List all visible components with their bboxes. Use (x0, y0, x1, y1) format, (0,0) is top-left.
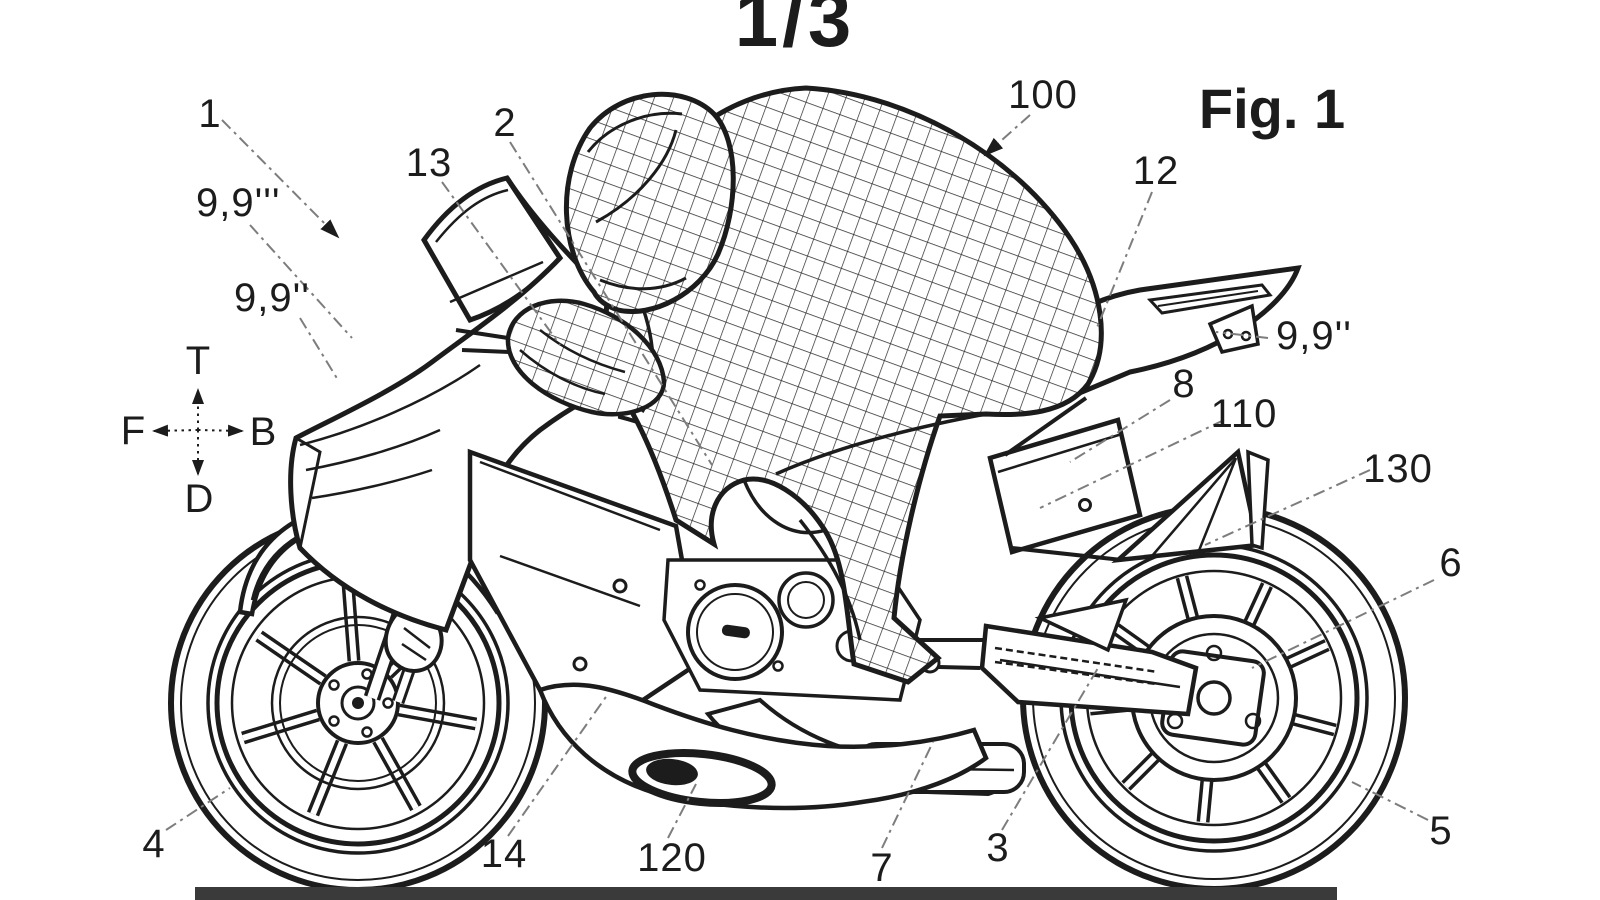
engine (662, 558, 986, 702)
leader-2 (509, 141, 713, 466)
leader-14 (507, 693, 609, 837)
label-4: 4 (142, 822, 165, 866)
label-9-double-right: 9,9'' (1276, 314, 1352, 358)
label-6: 6 (1439, 541, 1462, 585)
label-1: 1 (198, 92, 221, 136)
swingarm (979, 597, 1199, 717)
leader-3 (1001, 667, 1099, 831)
label-5: 5 (1429, 809, 1452, 853)
brake-lever (455, 328, 511, 354)
rider-body (603, 85, 1104, 685)
label-8: 8 (1172, 362, 1195, 406)
leader-9-double-left (299, 317, 339, 381)
orientation-compass: T D F B (121, 339, 277, 521)
front-brake-disc (270, 615, 446, 791)
helmet-visor-lines (586, 111, 687, 291)
rider-helmet (564, 91, 736, 314)
label-120: 120 (637, 836, 707, 880)
leader-100 (983, 114, 1031, 157)
compass-top-label: T (186, 339, 210, 383)
leader-lines (165, 114, 1435, 849)
compass-back-label: B (250, 410, 277, 454)
label-13: 13 (406, 141, 453, 185)
rider-limb-lines (638, 299, 987, 641)
label-9-double-left: 9,9'' (234, 276, 310, 320)
leader-120 (667, 783, 697, 839)
leader-8 (1069, 399, 1171, 463)
compass-front-label: F (121, 409, 145, 453)
label-12: 12 (1133, 149, 1180, 193)
label-2: 2 (493, 101, 516, 145)
rider (455, 85, 1104, 685)
belly-pan (537, 682, 989, 811)
rear-frame-triangle (1111, 447, 1270, 563)
reference-numerals: 1/3 Fig. 1 1 9,9''' 9,9'' 13 2 100 12 9,… (142, 0, 1462, 890)
leader-13 (441, 181, 561, 346)
rear-seat-plate (987, 396, 1143, 562)
compass-bottom-label: D (185, 477, 214, 521)
belly-pan-vent (628, 749, 776, 807)
label-100: 100 (1008, 73, 1078, 117)
side-fairing-panel (467, 448, 703, 705)
sheet-number: 1/3 (735, 0, 855, 63)
leader-9-double-right (1215, 331, 1269, 339)
label-110: 110 (1211, 392, 1278, 436)
leader-1 (221, 119, 340, 239)
label-14: 14 (481, 832, 528, 876)
label-9-triple: 9,9''' (196, 181, 281, 225)
leader-6 (1251, 579, 1435, 669)
leader-130 (1204, 469, 1371, 546)
label-130: 130 (1363, 447, 1433, 491)
leader-9-triple (249, 224, 353, 339)
ground-line (195, 887, 1337, 900)
leader-7 (881, 741, 934, 849)
figure-label: Fig. 1 (1199, 77, 1345, 140)
leader-110 (1039, 419, 1225, 509)
leader-5 (1351, 781, 1429, 821)
label-3: 3 (986, 826, 1009, 870)
label-7: 7 (870, 846, 893, 890)
